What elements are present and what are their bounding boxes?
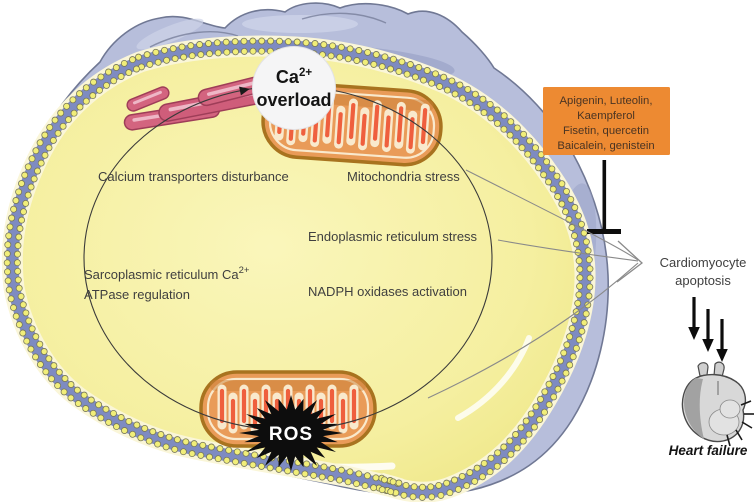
- label-serca-line2: ATPase regulation: [84, 287, 190, 302]
- heart-lobe-detail: [719, 399, 741, 419]
- label-nadph: NADPH oxidases activation: [308, 284, 467, 299]
- label-er-stress: Endoplasmic reticulum stress: [308, 229, 478, 244]
- ca-overload-circle: [252, 46, 336, 130]
- flavonoid-line: Kaempferol: [577, 110, 635, 122]
- converging-arrows: [427, 169, 644, 399]
- matrix-crease: [149, 31, 239, 48]
- cycle-arrowhead: [239, 86, 250, 96]
- inhibition-tbar: [587, 160, 621, 234]
- converge-chevron: [616, 240, 644, 283]
- matrix-highlight: [242, 15, 358, 33]
- cell-membrane-path: [6, 39, 592, 499]
- sr-sac: [126, 86, 170, 112]
- stress-labels: Calcium transporters disturbance Mitocho…: [84, 169, 478, 302]
- heart-vessel: [713, 361, 725, 378]
- ros-star: [239, 395, 343, 471]
- converge-line-bottom: [427, 262, 639, 399]
- tbar-head: [587, 229, 621, 234]
- ca-overload-line1: Ca2+: [276, 67, 312, 87]
- label-serca-line1: Sarcoplasmic reticulum Ca2+: [84, 265, 250, 282]
- heart-left-lobe: [684, 378, 704, 439]
- label-mitochondria-stress: Mitochondria stress: [347, 169, 460, 184]
- down-arrow-head: [688, 327, 700, 340]
- flavonoid-box: Apigenin, Luteolin, Kaempferol Fisetin, …: [543, 87, 670, 155]
- outcome-line1: Cardiomyocyte: [660, 255, 747, 270]
- tbar-stem: [602, 160, 607, 230]
- heart-failure-label: Heart failure: [669, 443, 748, 458]
- ca-overload-bubble: Ca2+ overload: [252, 46, 336, 130]
- down-arrow-head: [716, 349, 728, 362]
- matrix-crease: [301, 12, 387, 24]
- flavonoid-box-bg: [543, 87, 670, 155]
- label-calcium-transporters: Calcium transporters disturbance: [98, 169, 289, 184]
- ros-label: ROS: [269, 424, 313, 445]
- matrix-highlight: [136, 18, 204, 50]
- damage-spikes: [726, 400, 754, 447]
- heart-illustration: [681, 361, 754, 447]
- heart-vessel: [697, 362, 709, 377]
- flavonoid-line: Fisetin, quercetin: [563, 125, 649, 137]
- ros-burst: ROS: [239, 395, 343, 471]
- flavonoid-line: Baicalein, genistein: [557, 140, 654, 152]
- flavonoid-line: Apigenin, Luteolin,: [560, 95, 653, 107]
- cytoplasm-sheen: [455, 335, 532, 421]
- down-arrows: [688, 297, 728, 362]
- membrane-phospholipid-beads: [3, 37, 594, 501]
- cytoplasm: [12, 46, 586, 493]
- converge-line-top: [465, 169, 639, 261]
- outcome-line2: apoptosis: [675, 273, 731, 288]
- down-arrow-head: [702, 339, 714, 352]
- ca-overload-line2: overload: [256, 90, 331, 110]
- converge-line-mid: [497, 239, 639, 262]
